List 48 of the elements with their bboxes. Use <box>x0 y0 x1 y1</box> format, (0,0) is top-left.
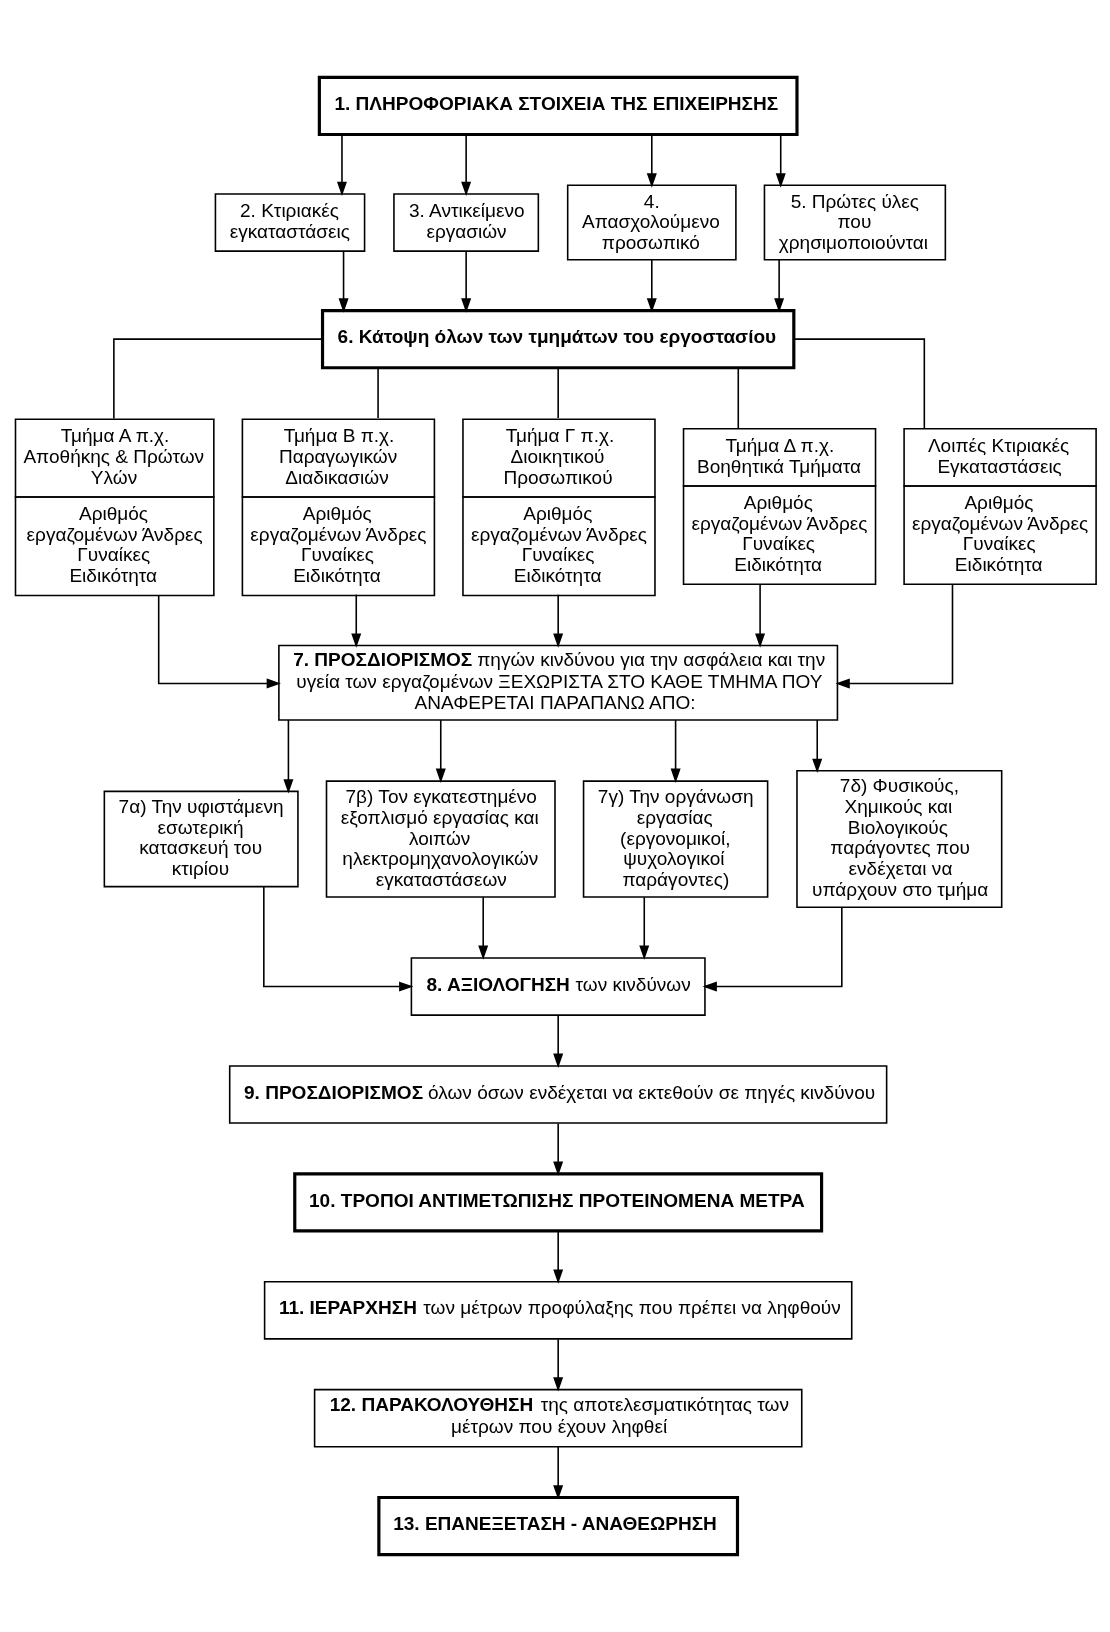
node-box: 12. ΠΑΡΑΚΟΛΟΥΘΗΣΗ της αποτελεσματικότητας των μέτρων που έχουν ληφθεί <box>313 1388 803 1448</box>
arrow <box>812 719 823 774</box>
node-box: 13. ΕΠΑΝΕΞΕΤΑΣΗ - ΑΝΑΘΕΩΡΗΣΗ <box>377 1495 740 1557</box>
node-box: 5. Πρώτες ύλες που χρησιμοποιούνται <box>763 184 947 261</box>
connector <box>737 367 740 429</box>
arrow <box>461 133 472 197</box>
node-box: 4. Απασχολούμενο προσωπικό <box>566 184 737 261</box>
connector <box>793 338 926 430</box>
arrow <box>646 259 657 313</box>
arrow <box>646 133 657 188</box>
node-box: 3. Αντικείμενο εργασιών <box>393 193 540 252</box>
node-box: 7β) Τον εγκατεστημένο εξοπλισμό εργασίας και λοιπών ηλεκτρομηχανολογικών εγκαταστάσεων <box>325 780 556 898</box>
arrow <box>478 896 489 960</box>
node-box: 8. ΑΞΙΟΛΟΓΗΣΗ των κινδύνων <box>410 957 706 1016</box>
arrow <box>553 593 564 648</box>
connector <box>377 367 379 419</box>
arrow <box>639 896 650 960</box>
arrow <box>553 1446 564 1500</box>
arrow <box>553 1014 564 1068</box>
node-box: 7. ΠΡΟΣΔΙΟΡΙΣΜΟΣ πηγών κινδύνου για την ασφάλεια και την υγεία των εργαζομένων ΞΕΧΩΡΙΣΤΑ ΣΤΟ ΚΑΘΕ ΤΜΗΜΑ ΠΟΥ ΑΝΑΦΕΡΕΤΑΙ ΠΑΡΑΠΑΝΩ ΑΠΟ: <box>278 644 839 721</box>
arrow <box>553 1338 564 1392</box>
arrow <box>702 906 843 992</box>
node-box: 10. ΤΡΟΠΟΙ ΑΝΤΙΜΕΤΩΠΙΣΗΣ ΠΡΟΤΕΙΝΟΜΕΝΑ ΜΕΤΡΑ <box>293 1172 824 1233</box>
node-box: 7γ) Την οργάνωση εργασίας (εργονομικοί, ψυχολογικοί παράγοντες) <box>582 780 769 898</box>
node-box: 7α) Την υφιστάμενη εσωτερική κατασκευή του κτιρίου <box>103 790 299 888</box>
node-box: 7δ) Φυσικούς, Χημικούς και Βιολογικούς παράγοντες που ενδέχεται να υπάρχουν στο τμήμα <box>796 770 1003 909</box>
arrow <box>775 133 786 188</box>
connector <box>557 367 559 419</box>
arrow <box>157 594 281 689</box>
arrow <box>351 593 362 648</box>
arrow <box>553 1122 564 1176</box>
connector <box>113 338 324 420</box>
arrow <box>774 259 785 313</box>
arrow <box>263 886 414 992</box>
arrow <box>553 1230 564 1284</box>
arrow <box>283 719 294 794</box>
arrow <box>461 250 472 313</box>
node-box: 6. Κάτοψη όλων των τμημάτων του εργοστασίου <box>320 309 796 370</box>
arrow <box>435 719 446 783</box>
arrow <box>336 133 347 197</box>
arrow <box>755 583 766 648</box>
node-box: 2. Κτιριακές εγκαταστάσεις <box>214 193 366 252</box>
node-box: 9. ΠΡΟΣΔΙΟΡΙΣΜΟΣ όλων όσων ενδέχεται να εκτεθούν σε πηγές κινδύνου <box>228 1065 888 1124</box>
arrow <box>670 719 681 783</box>
node-box: 1. ΠΛΗΡΟΦΟΡΙΑΚΑ ΣΤΟΙΧΕΙΑ ΤΗΣ ΕΠΙΧΕΙΡΗΣΗΣ <box>317 75 799 137</box>
node-box: 11. ΙΕΡΑΡΧΗΣΗ των μέτρων προφύλαξης που πρέπει να ληφθούν <box>263 1280 853 1340</box>
arrow <box>338 250 349 313</box>
arrow <box>835 583 954 689</box>
